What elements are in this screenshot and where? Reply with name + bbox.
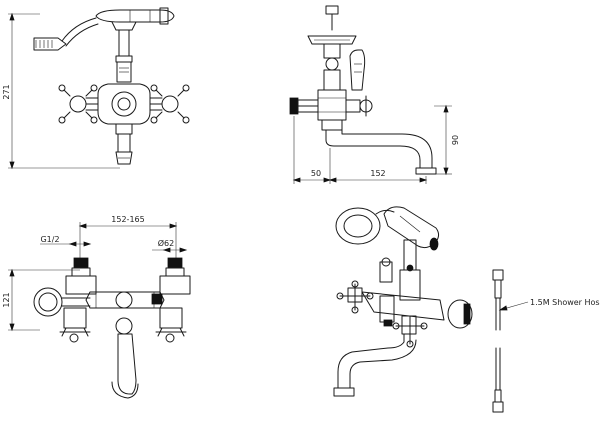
shower-hose-callout: 1.5M Shower Hose bbox=[530, 298, 600, 307]
side-view: 90 50 152 bbox=[289, 5, 460, 184]
dim-center-distance: 152-165 bbox=[111, 215, 144, 224]
top-view: 152-165 G1/2 Ø62 121 bbox=[2, 215, 191, 399]
shower-hose-view: 1.5M Shower Hose bbox=[492, 269, 600, 413]
front-view: 271 bbox=[2, 7, 190, 170]
isometric-view bbox=[333, 206, 473, 397]
dim-flange-diameter: Ø62 bbox=[158, 238, 174, 248]
dim-thread: G1/2 bbox=[40, 235, 59, 244]
dim-spout-reach: 152 bbox=[370, 169, 385, 178]
dim-body-height: 121 bbox=[2, 292, 11, 307]
dim-height-total: 271 bbox=[2, 84, 11, 99]
dim-spout-height: 90 bbox=[451, 135, 460, 145]
dim-wall-offset: 50 bbox=[311, 169, 321, 178]
